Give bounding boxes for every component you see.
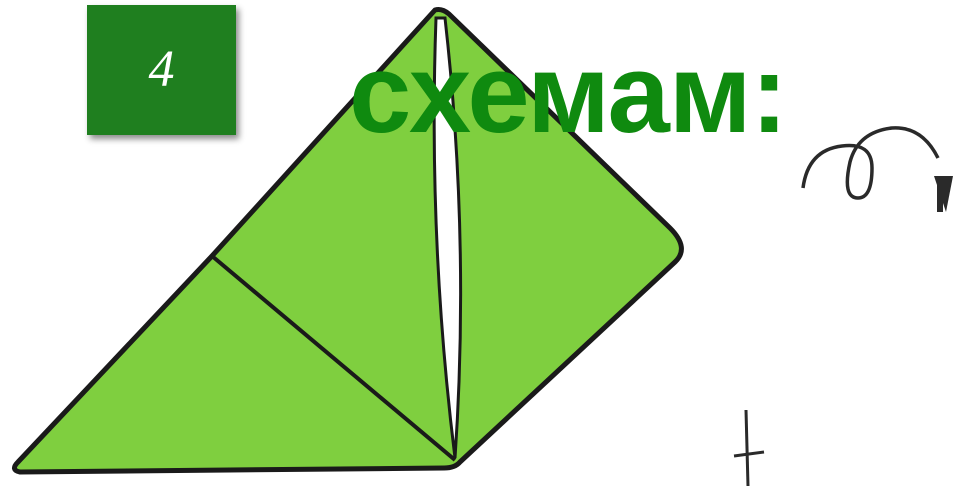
step-number-badge: 4	[87, 5, 236, 135]
fold-arrow-icon	[803, 128, 953, 212]
slide-title: схемам:	[349, 38, 787, 150]
marker-line-icon	[734, 410, 764, 486]
step-number: 4	[149, 44, 175, 96]
